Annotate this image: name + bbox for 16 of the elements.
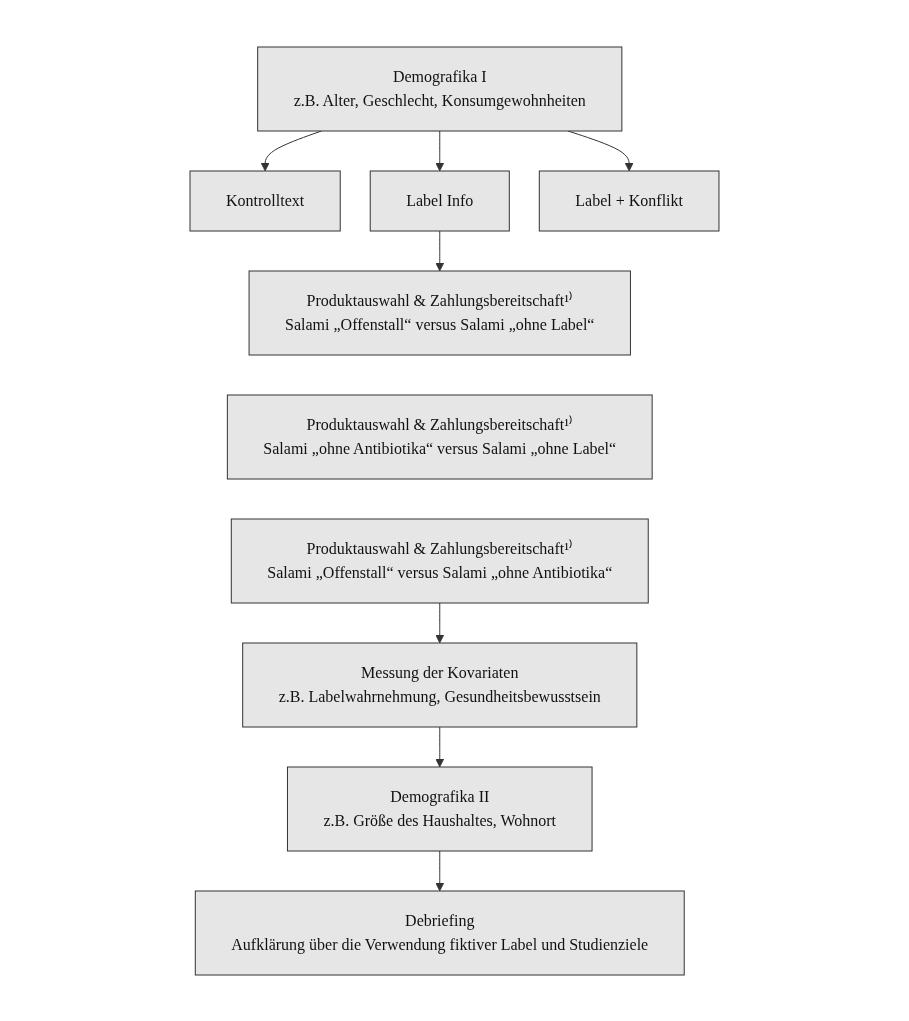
node-box: Kontrolltext bbox=[189, 170, 341, 231]
node-box: Messung der Kovariaten z.B. Labelwahrnehmung, Gesundheitsbewusstsein bbox=[242, 642, 638, 727]
arrow bbox=[435, 130, 445, 171]
node-box: Label + Konflikt bbox=[538, 170, 720, 231]
arrow bbox=[435, 602, 445, 643]
node-box: Debriefing Aufklärung über die Verwendung fiktiver Label und Studienziele bbox=[194, 890, 685, 975]
node-box: Demografika II z.B. Größe des Haushaltes, Wohnort bbox=[287, 766, 593, 851]
node-box: Label Info bbox=[369, 170, 510, 231]
arrow bbox=[260, 130, 322, 171]
arrow bbox=[435, 726, 445, 767]
node-box: Produktauswahl & Zahlungsbereitschaft¹⁾ Salami „ohne Antibiotika“ versus Salami „ohne Label“ bbox=[226, 394, 653, 479]
node-box: Produktauswahl & Zahlungsbereitschaft¹⁾ Salami „Offenstall“ versus Salami „ohne Antibiotika“ bbox=[230, 518, 649, 603]
arrow bbox=[435, 230, 445, 271]
node-box: Demografika I z.B. Alter, Geschlecht, Konsumgewohnheiten bbox=[257, 46, 623, 131]
node-box: Produktauswahl & Zahlungsbereitschaft¹⁾ Salami „Offenstall“ versus Salami „ohne Label“ bbox=[248, 270, 631, 355]
arrow bbox=[435, 850, 445, 891]
